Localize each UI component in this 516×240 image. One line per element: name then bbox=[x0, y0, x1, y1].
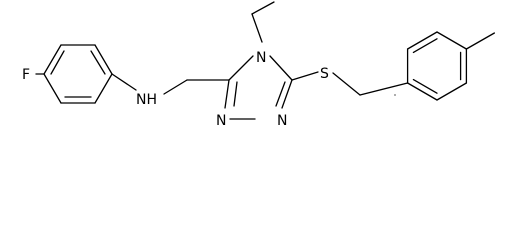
ring-n4-label: N bbox=[256, 50, 266, 66]
double-bond-inner bbox=[275, 81, 286, 107]
bond bbox=[436, 82, 468, 101]
bond-methyl bbox=[465, 32, 496, 50]
sulfur-label: S bbox=[320, 66, 329, 82]
bond bbox=[406, 82, 438, 101]
double-bond-inner bbox=[412, 38, 438, 54]
bond bbox=[228, 55, 254, 81]
bond-c-s bbox=[291, 71, 319, 81]
bond bbox=[43, 73, 62, 104]
bond bbox=[94, 73, 113, 104]
amine-label: NH bbox=[136, 92, 157, 108]
ring-n1-label: N bbox=[216, 113, 226, 129]
double-bond-inner bbox=[50, 50, 65, 75]
bond-n-ch2 bbox=[163, 79, 188, 95]
bond-s-ch2 bbox=[332, 72, 361, 96]
bond bbox=[406, 31, 438, 50]
bond bbox=[269, 55, 293, 81]
bond bbox=[224, 79, 230, 109]
bond bbox=[281, 79, 293, 109]
double-bond-inner bbox=[412, 78, 438, 94]
bond-c-n bbox=[111, 73, 137, 91]
chemical-structure: F NH N N N S bbox=[22, 1, 496, 129]
bond bbox=[43, 44, 62, 75]
bond bbox=[436, 31, 468, 50]
triazole-ring bbox=[224, 55, 293, 120]
double-bond-inner bbox=[90, 50, 106, 75]
bond-ch2-c bbox=[359, 82, 409, 96]
ring-n2-label: N bbox=[277, 113, 287, 129]
bond bbox=[94, 44, 113, 75]
methylphenyl-ring bbox=[406, 31, 468, 101]
double-bond-inner bbox=[233, 81, 238, 107]
fluorine-label: F bbox=[22, 67, 30, 83]
fluorophenyl-ring bbox=[43, 44, 113, 104]
bond-n-ethyl bbox=[251, 13, 263, 43]
bond-ethyl bbox=[251, 1, 275, 15]
